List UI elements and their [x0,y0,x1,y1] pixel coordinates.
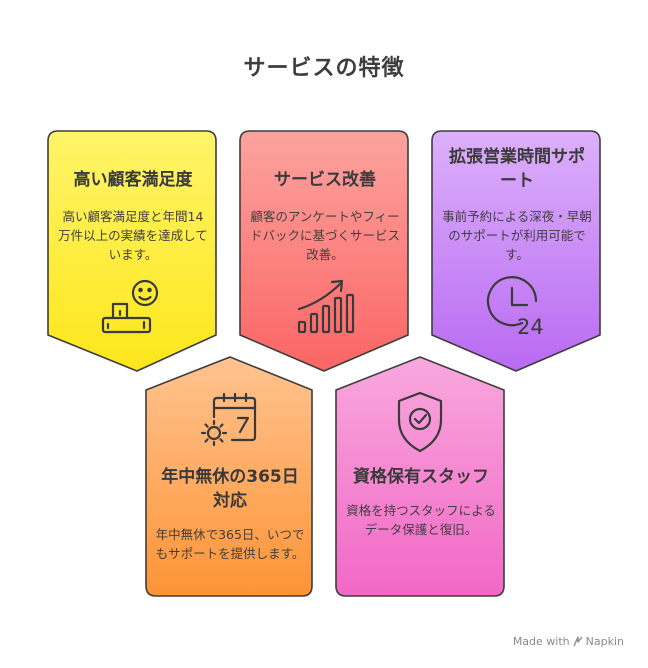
card-shape-extended-hours [431,130,601,372]
card-title: 年中無休の365日対応 [161,467,299,511]
card-service-improvement: サービス改善 顧客のアンケートやフィードバックに基づくサービス改善。 [250,168,400,264]
card-description: 年中無休で365日、いつでもサポートを提供します。 [155,527,305,561]
card-shape-certified-staff [335,356,505,597]
calendar-gear-icon [200,392,257,447]
svg-text:24: 24 [517,315,544,339]
card-365-days: 年中無休の365日対応 年中無休で365日、いつでもサポートを提供します。 [155,465,305,563]
growth-chart-icon [297,279,355,334]
happy-customer-icon [101,279,159,334]
card-title: 資格保有スタッフ [353,467,489,487]
card-shape-service-improvement [239,130,409,372]
napkin-logo-icon [573,636,583,647]
card-shape-365-days [145,356,313,597]
card-description: 事前予約による深夜・早朝のサポートが利用可能です。 [442,209,592,262]
card-certified-staff: 資格保有スタッフ 資格を持つスタッフによるデータ保護と復旧。 [346,465,496,539]
card-extended-hours: 拡張営業時間サポート 事前予約による深夜・早朝のサポートが利用可能です。 [442,145,592,264]
card-description: 高い顧客満足度と年間14万件以上の実績を達成しています。 [58,209,208,262]
card-title: サービス改善 [274,170,376,190]
made-with-napkin-link[interactable]: Made with Napkin [513,635,624,648]
clock-24-icon: 24 [486,276,544,339]
card-title: 高い顧客満足度 [73,170,193,190]
shield-check-icon [397,391,443,453]
card-title: 拡張営業時間サポート [449,147,585,191]
card-description: 資格を持つスタッフによるデータ保護と復旧。 [346,503,496,537]
watermark-brand: Napkin [585,635,624,648]
card-customer-satisfaction: 高い顧客満足度 高い顧客満足度と年間14万件以上の実績を達成しています。 [58,168,208,264]
page-title: サービスの特徴 [243,56,405,81]
card-description: 顧客のアンケートやフィードバックに基づくサービス改善。 [250,209,401,262]
watermark-text: Made with [512,635,570,648]
card-shape-customer-satisfaction [47,130,217,372]
